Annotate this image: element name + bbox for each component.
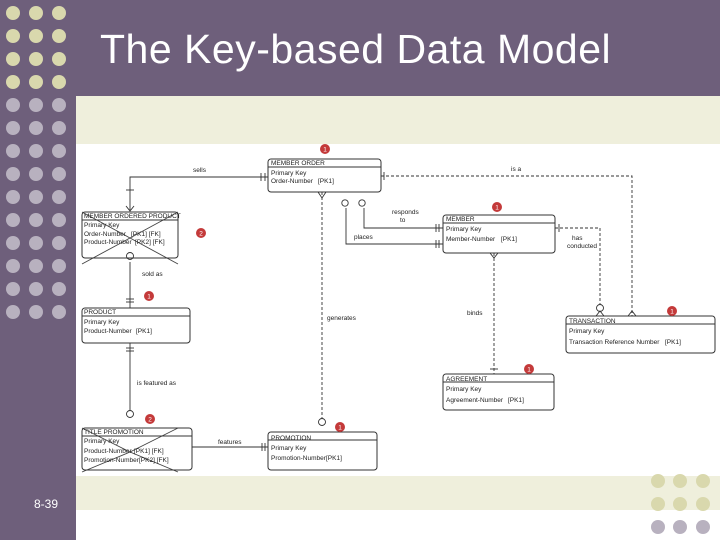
product-name: PRODUCT [84,309,116,316]
badge-member-label: 1 [495,205,499,212]
agreement-attr: Agreement-Number [446,397,504,404]
decorative-strip-top [76,96,720,144]
title-promotion-name: TITLE PROMOTION [84,429,144,436]
label-places: places [354,234,374,241]
title-band [76,0,720,96]
label-binds: binds [467,310,483,317]
entity-boxes [81,158,716,471]
badge-transaction [667,306,677,316]
member-order-name: MEMBER ORDER [271,160,325,167]
label-responds: responds [392,209,419,216]
promotion-tag: [PK1] [326,455,342,462]
badge-title-promotion-label: 2 [148,417,152,424]
line-responds-to [363,208,443,229]
label-is-a: is a [511,166,522,173]
badge-transaction-label: 1 [670,309,674,316]
member-order-tag: [PK1] [318,178,334,185]
badge-mop-label: 2 [199,231,203,238]
line-places [345,208,443,245]
title-promotion-tag2: [PK2] [FK] [139,457,169,464]
slide-number: 8-39 [34,497,59,511]
label-sells: sells [193,167,207,174]
member-key-label: Primary Key [446,226,482,233]
mop-key-label: Primary Key [84,222,120,229]
line-sells [129,176,268,210]
mop-tag2: [PK2] [FK] [135,239,165,246]
badge-member-order-label: 1 [323,147,327,154]
title-promotion-key-label: Primary Key [84,438,120,445]
product-key-label: Primary Key [84,319,120,326]
badge-member [492,202,502,212]
agreement-tag: [PK1] [508,397,524,404]
member-order-attr: Order-Number [271,178,314,185]
mop-tag1: [PK1] [FK] [131,231,161,238]
badge-product [144,291,154,301]
mop-name: MEMBER ORDERED PRODUCT [84,213,181,220]
badge-product-label: 1 [147,294,151,301]
title-promotion-tag1: [PK1] [FK] [134,448,164,455]
agreement-key-label: Primary Key [446,386,482,393]
promotion-key-label: Primary Key [271,445,307,452]
member-attr: Member-Number [446,236,496,243]
label-is-featured-as: is featured as [137,380,177,387]
bottom-right-dots [651,474,710,534]
label-features: features [218,439,242,446]
badge-title-promotion [145,414,155,424]
transaction-attr: Transaction Reference Number [569,339,660,346]
line-is-a [381,175,633,316]
promotion-attr: Promotion-Number [271,455,327,462]
badge-promotion [335,422,345,432]
transaction-key-label: Primary Key [569,328,605,335]
left-dots [6,6,66,319]
badge-member-ordered-product [196,228,206,238]
title-promotion-attr2: Promotion-Number [84,457,140,464]
transaction-name: TRANSACTION [569,318,616,325]
promotion-name: PROMOTION [271,435,311,442]
line-has-conducted [555,227,601,305]
label-sold-as: sold as [142,271,163,278]
member-order-key-label: Primary Key [271,170,307,177]
decorative-strip-bottom [76,476,720,510]
slide-title: The Key-based Data Model [100,26,612,72]
product-attr: Product-Number [84,328,133,335]
transaction-tag: [PK1] [665,339,681,346]
title-promotion-attr1: Product-Number [84,448,133,455]
badge-member-order [320,144,330,154]
badge-promotion-label: 1 [338,425,342,432]
product-tag: [PK1] [136,328,152,335]
agreement-name: AGREEMENT [446,376,487,383]
mop-attr2: Product-Number [84,239,133,246]
label-generates: generates [327,315,357,322]
label-conducted: conducted [567,243,597,250]
relationship-labels: sells is a responds to places has conduc… [137,166,597,446]
badge-agreement [524,364,534,374]
entity-badges: 1 1 2 1 1 1 2 1 [144,144,677,432]
member-tag: [PK1] [501,236,517,243]
member-name: MEMBER [446,216,475,223]
label-to: to [400,217,406,224]
badge-agreement-label: 1 [527,367,531,374]
label-has: has [572,235,583,242]
mop-attr1: Order-Number [84,231,127,238]
entity-texts: MEMBER ORDER Primary Key Order-Number [P… [84,160,681,464]
